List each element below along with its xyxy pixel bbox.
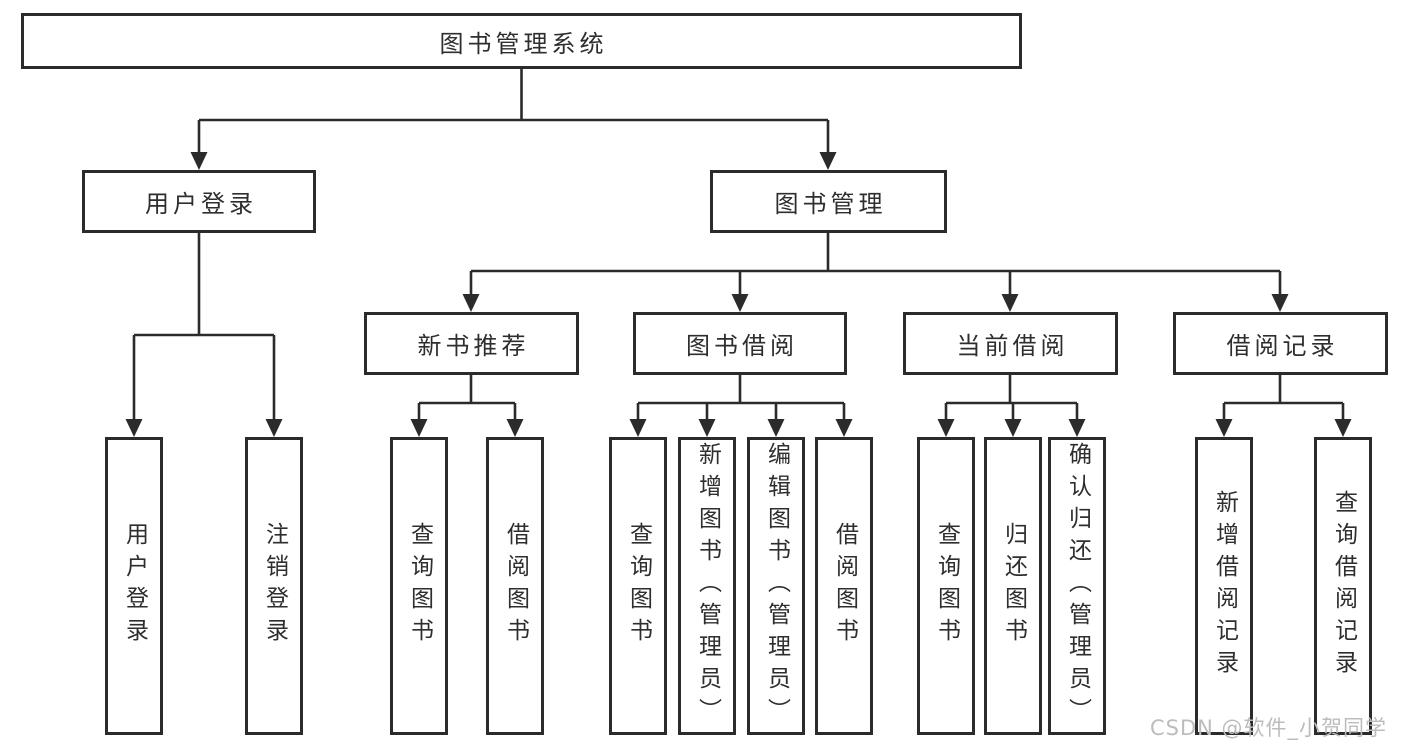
node-label: 图书借阅 <box>686 332 798 360</box>
leaf-label: 借阅图书 <box>502 522 529 650</box>
leaf-label: 确认归还（管理员） <box>1064 442 1091 730</box>
node-label: 当前借阅 <box>956 332 1069 360</box>
leaf-label: 用户登录 <box>121 522 148 650</box>
leaf-label: 查询借阅记录 <box>1330 490 1357 682</box>
leaf-label: 借阅图书 <box>831 522 858 650</box>
leaf-label: 注销登录 <box>261 522 288 650</box>
leaf-label: 新增图书（管理员） <box>694 442 721 730</box>
node-label: 用户登录 <box>145 190 257 218</box>
leaf-add-book-admin: 新增图书（管理员） <box>678 437 736 735</box>
node-book-management: 图书管理 <box>710 170 947 233</box>
watermark: CSDN @软件_小贺同学 <box>1150 716 1388 740</box>
leaf-label: 归还图书 <box>1000 522 1027 650</box>
node-label: 图书管理 <box>774 190 887 218</box>
leaf-borrow-book: 借阅图书 <box>815 437 873 735</box>
leaf-query-book-newbook: 查询图书 <box>390 437 448 735</box>
leaf-confirm-return-admin: 确认归还（管理员） <box>1048 437 1106 735</box>
leaf-query-book-borrow: 查询图书 <box>609 437 667 735</box>
node-label: 新书推荐 <box>417 332 530 360</box>
leaf-user-login: 用户登录 <box>105 437 163 735</box>
leaf-label: 查询图书 <box>406 522 433 650</box>
leaf-label: 编辑图书（管理员） <box>763 442 790 730</box>
leaf-query-book-current: 查询图书 <box>917 437 975 735</box>
leaf-return-book: 归还图书 <box>984 437 1042 735</box>
node-book-borrow: 图书借阅 <box>633 312 847 375</box>
node-label: 图书管理系统 <box>439 29 608 58</box>
node-current-borrow: 当前借阅 <box>903 312 1118 375</box>
node-user-login: 用户登录 <box>82 170 316 233</box>
leaf-label: 新增借阅记录 <box>1211 490 1238 682</box>
node-label: 借阅记录 <box>1226 332 1339 360</box>
node-new-book-recommend: 新书推荐 <box>364 312 579 375</box>
leaf-edit-book-admin: 编辑图书（管理员） <box>747 437 805 735</box>
leaf-borrow-book-newbook: 借阅图书 <box>486 437 544 735</box>
leaf-query-borrow-record: 查询借阅记录 <box>1314 437 1372 735</box>
node-system-root: 图书管理系统 <box>21 13 1022 69</box>
leaf-add-borrow-record: 新增借阅记录 <box>1195 437 1253 735</box>
leaf-label: 查询图书 <box>933 522 960 650</box>
leaf-label: 查询图书 <box>625 522 652 650</box>
leaf-logout: 注销登录 <box>245 437 303 735</box>
node-borrow-records: 借阅记录 <box>1173 312 1388 375</box>
